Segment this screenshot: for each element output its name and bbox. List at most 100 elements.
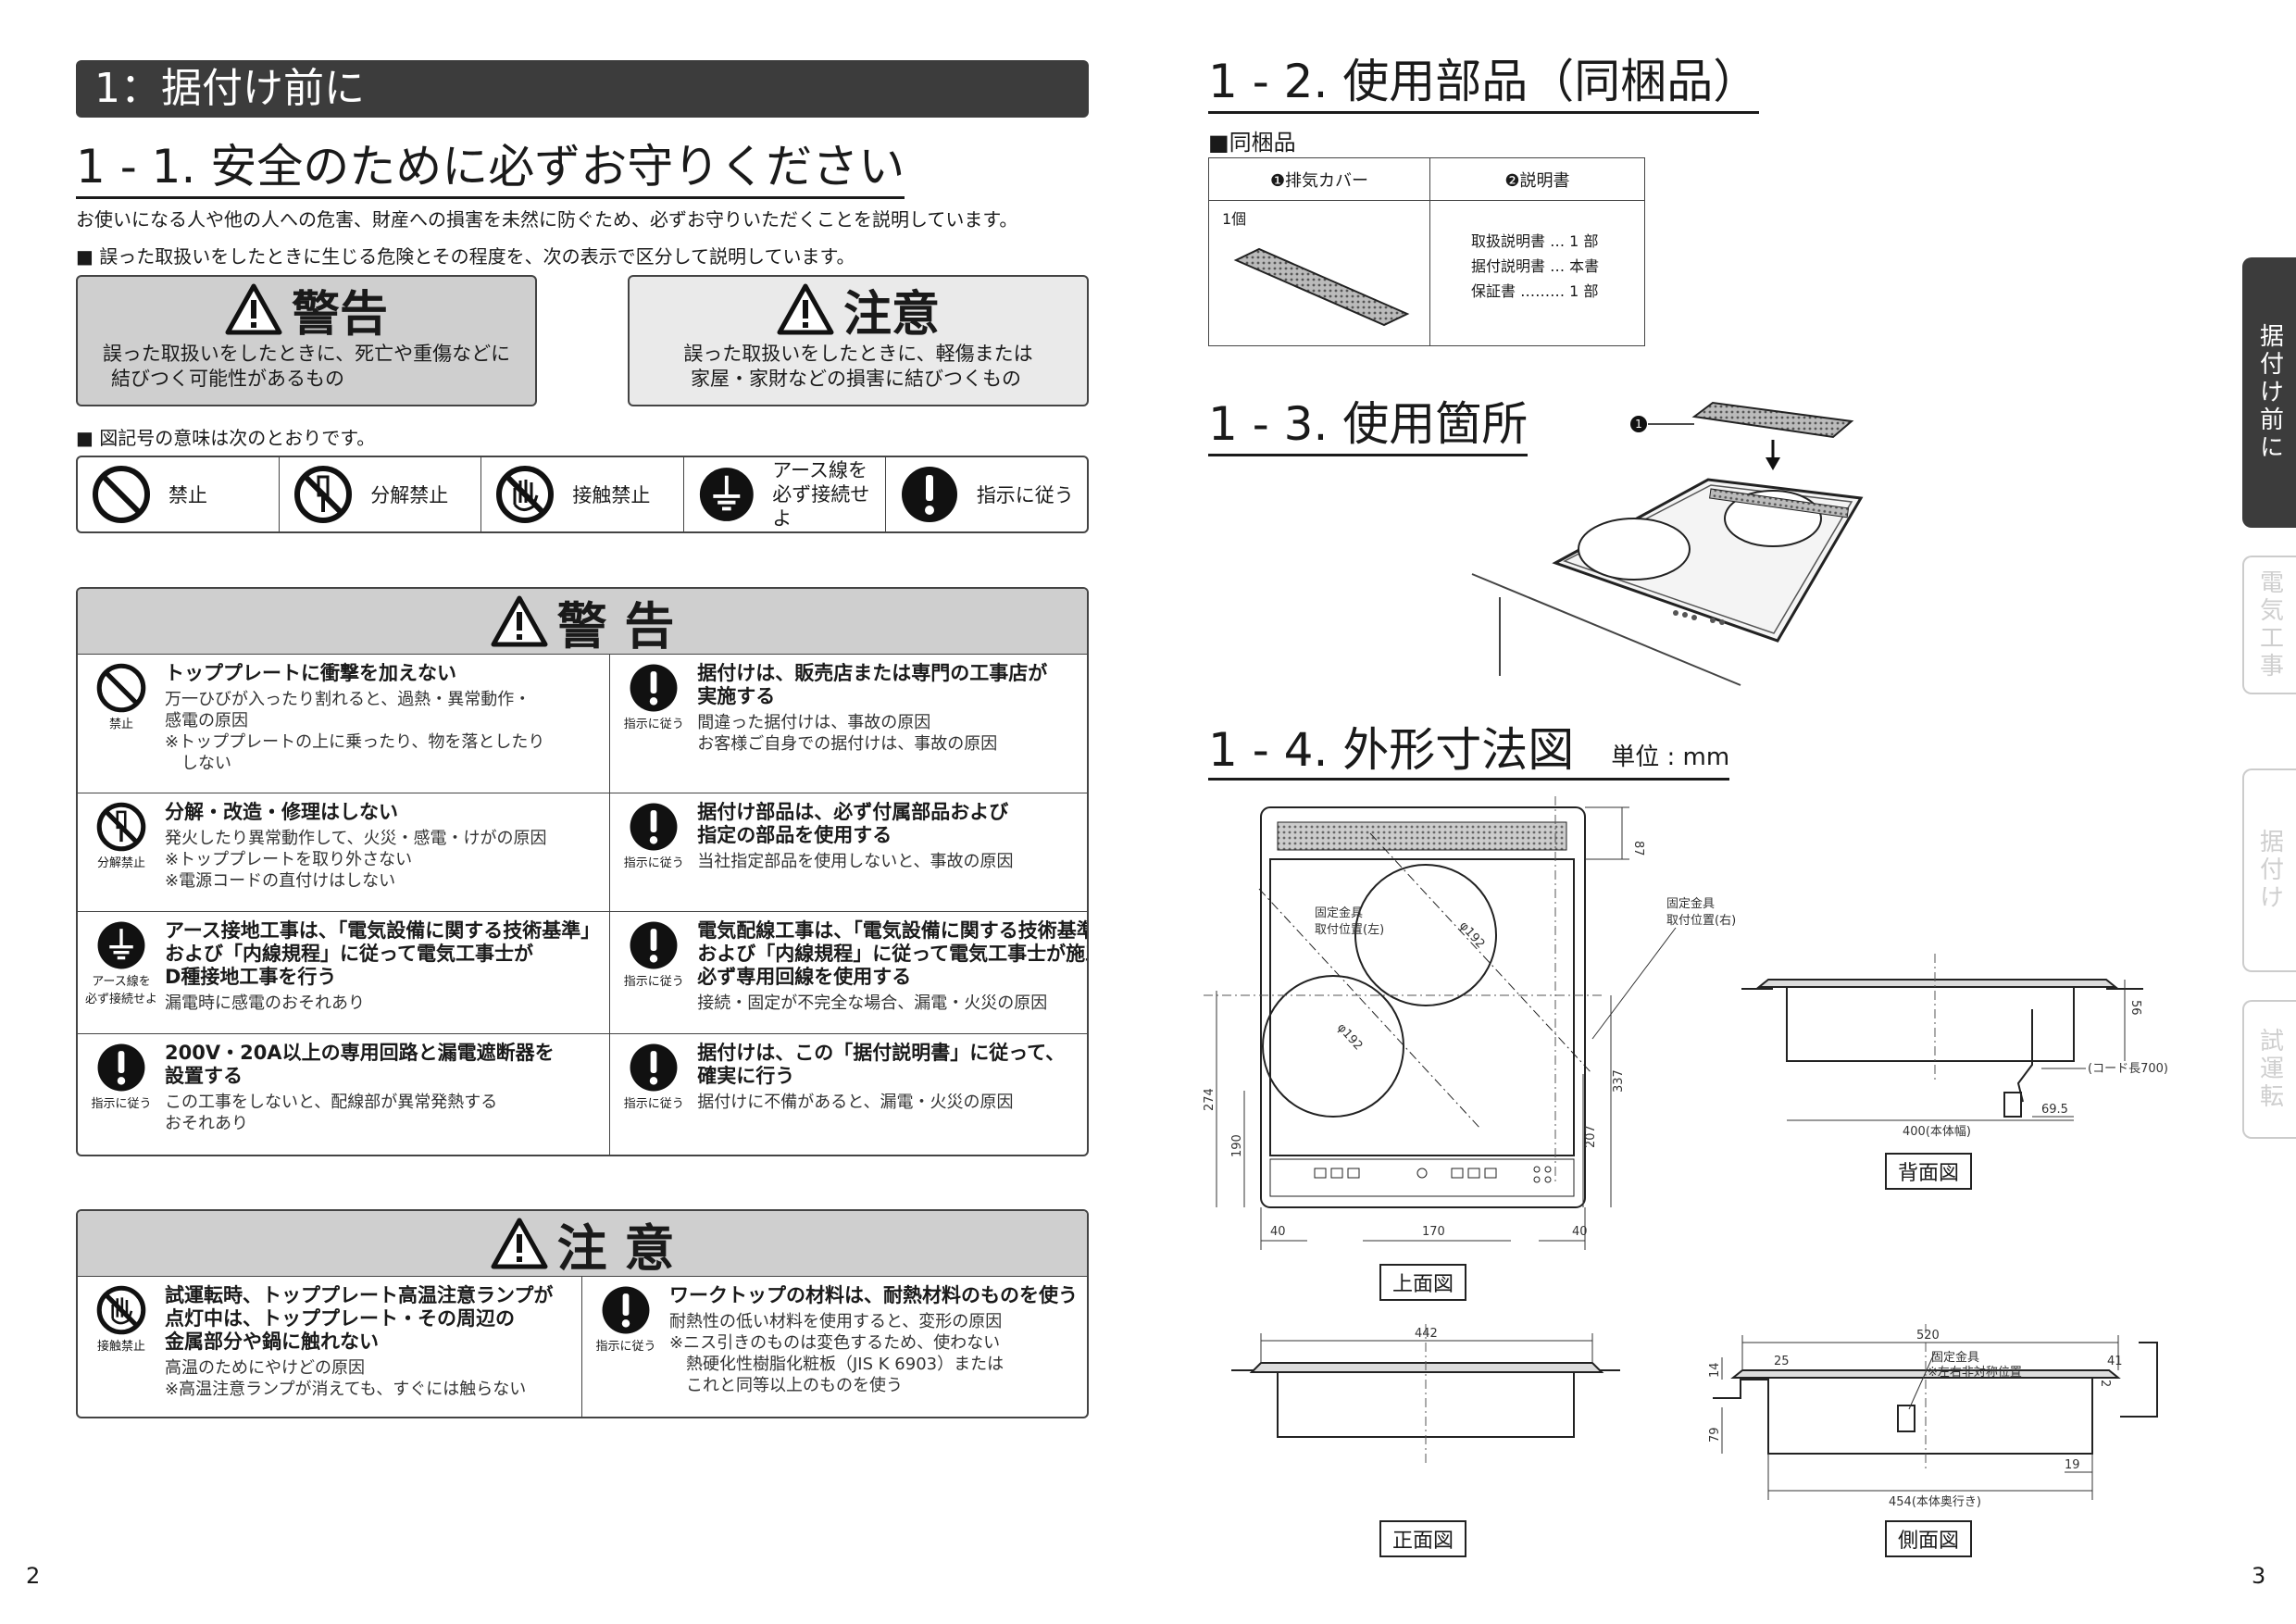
top-view-drawing: 87 274 190 337 207 40 170 40 φ192 φ192 固… (1204, 796, 1736, 1250)
dim-25: 25 (1774, 1355, 1790, 1368)
instruction-exclamation-icon (630, 921, 678, 969)
instruction-exclamation-icon (630, 664, 678, 712)
caution-panel: 注 意 接触禁止 試運転時、トッププレート高温注意ランプが点灯中は、トッププレー… (76, 1209, 1089, 1418)
instruction-exclamation-icon (901, 467, 957, 522)
warning-item-7: 指示に従う 200V・20A以上の専用回路と漏電遮断器を設置する この工事をしな… (91, 1042, 555, 1133)
dim-phi-left: φ192 (1334, 1021, 1365, 1054)
caution-sign-desc-1: 誤った取扱いをしたときに、軽傷または (683, 343, 1033, 365)
warning-item-1: 禁止 トッププレートに衝撃を加えない 万一ひびが入ったり割れると、過熱・異常動作… (78, 655, 610, 793)
cord-length: (コード長700) (2088, 1062, 2168, 1076)
front-view-label: 正面図 (1379, 1520, 1467, 1557)
dim-520: 520 (1916, 1329, 1940, 1343)
section-title-1-2: 1 - 2. 使用部品（同梱品） (1208, 54, 1760, 114)
caution-item-2: 指示に従う ワークトップの材料は、耐熱材料のものを使う 耐熱性の低い材料を使用す… (581, 1277, 1087, 1417)
dim-79: 79 (1708, 1427, 1722, 1443)
dim-87: 87 (1631, 841, 1645, 856)
svg-text:1: 1 (1635, 418, 1642, 431)
parts-exhaust-cover-cell: 1個 (1208, 200, 1430, 346)
side-fixing-note-2: ※左右非対称位置 (1928, 1366, 2022, 1380)
caution-sign-label: 注意 (842, 286, 940, 343)
symbol-no-disassembly: 分解禁止 (280, 457, 482, 531)
symbol-prohibit: 禁止 (78, 457, 281, 531)
caution-item-1: 接触禁止 試運転時、トッププレート高温注意ランプが点灯中は、トッププレート・その… (96, 1284, 554, 1399)
warning-sign-desc-1: 誤った取扱いをしたときに、死亡や重傷などに (102, 343, 511, 365)
unit-label: 単位 : mm (1611, 743, 1730, 771)
parts-col2-head: ❷説明書 (1429, 157, 1645, 201)
instruction-exclamation-icon (630, 803, 678, 851)
instruction-exclamation-icon (97, 1043, 145, 1092)
classify-note: ■ 誤った取扱いをしたときに生じる危険とその程度を、次の表示で区分して説明してい… (76, 245, 855, 268)
ground-icon (699, 468, 754, 521)
front-view-drawing: 442 (1231, 1324, 1620, 1463)
parts-sub-heading: ■同梱品 (1208, 130, 1296, 156)
dim-14: 14 (1708, 1362, 1722, 1378)
symbols-note: ■ 図記号の意味は次のとおりです。 (76, 427, 376, 449)
back-view-drawing: 56 400(本体幅) 69.5 (コード長700) (1741, 954, 2168, 1139)
back-view-label: 背面図 (1885, 1153, 1973, 1190)
section-title-1-1: 1 - 1. 安全のために必ずお守りください (76, 139, 905, 199)
tab-installation[interactable]: 据付け (2242, 768, 2296, 972)
warning-panel: 警 告 禁止 トッププレートに衝撃を加えない 万一ひびが入ったり割れると、過熱・… (76, 587, 1089, 1156)
warning-item-3: 分解禁止 分解・改造・修理はしない 発火したり異常動作して、火災・感電・けがの原… (78, 793, 610, 912)
intro-text: お使いになる人や他の人への危害、財産への損害を未然に防ぐため、必ずお守りいただく… (76, 208, 1018, 231)
caution-panel-title: 注 意 (556, 1218, 675, 1278)
warning-triangle-icon (491, 595, 548, 647)
ground-icon (97, 921, 145, 969)
warning-item-8: 指示に従う 据付けは、この「据付説明書」に従って、確実に行う 据付けに不備がある… (609, 1034, 1087, 1155)
no-touch-hand-icon (496, 466, 555, 523)
fixing-note-right-1: 固定金具 (1666, 896, 1715, 911)
side-view-label: 側面図 (1885, 1520, 1973, 1557)
side-fixing-note-1: 固定金具 (1931, 1350, 1979, 1365)
warning-triangle-icon (225, 283, 282, 335)
dim-207: 207 (1584, 1125, 1598, 1148)
caution-sign-desc-2: 家屋・家財などの損害に結びつくもの (691, 368, 1021, 390)
warning-panel-title: 警 告 (556, 596, 675, 656)
instruction-exclamation-icon (602, 1286, 650, 1334)
side-view-drawing: 520 25 41 14 2 79 19 454(本体奥行き) 固定金具 ※左右… (1708, 1324, 2158, 1509)
exhaust-cover-illustration (1233, 247, 1410, 327)
caution-triangle-icon (777, 283, 834, 335)
dim-41: 41 (2107, 1355, 2123, 1368)
symbol-follow-instruction: 指示に従う (886, 457, 1087, 531)
page-number-left: 2 (26, 1563, 41, 1589)
caution-sign-box: 注意 誤った取扱いをしたときに、軽傷または 家屋・家財などの損害に結びつくもの (628, 275, 1089, 406)
dim-2: 2 (2098, 1380, 2112, 1387)
warning-sign-label: 警告 (291, 286, 388, 343)
dim-442: 442 (1415, 1327, 1438, 1341)
warning-item-5: アース線を必ず接続せよ アース接地工事は、「電気設備に関する技術基準」および「内… (78, 912, 610, 1034)
no-disassembly-icon (294, 466, 353, 523)
dim-40-left: 40 (1270, 1225, 1286, 1239)
warning-item-4: 指示に従う 据付け部品は、必ず付属部品および指定の部品を使用する 当社指定部品を… (609, 793, 1087, 912)
dim-274: 274 (1204, 1088, 1217, 1111)
section-title-1-3: 1 - 3. 使用箇所 (1208, 396, 1529, 456)
dim-400: 400(本体幅) (1903, 1125, 1971, 1139)
no-disassembly-icon (96, 802, 146, 852)
prohibit-icon (96, 663, 146, 713)
warning-sign-desc-2: 結びつく可能性があるもの (111, 368, 344, 390)
dim-454: 454(本体奥行き) (1889, 1495, 1981, 1509)
top-view-label: 上面図 (1379, 1264, 1467, 1301)
chapter-title: 1：据付け前に (76, 60, 1089, 118)
fixing-note-left-2: 取付位置(左) (1315, 923, 1384, 937)
dim-phi-right: φ192 (1456, 919, 1487, 952)
fixing-note-right-2: 取付位置(右) (1666, 914, 1736, 928)
parts-table: ❶排気カバー ❷説明書 1個 取扱説明書 … 1 部 据付説明書 … 本書 保証… (1208, 157, 1645, 346)
no-touch-hand-icon (96, 1285, 146, 1335)
dim-40-right: 40 (1572, 1225, 1588, 1239)
warning-sign-box: 警告 誤った取扱いをしたときに、死亡や重傷などに 結びつく可能性があるもの (76, 275, 537, 406)
dim-56: 56 (2128, 1000, 2142, 1016)
instruction-exclamation-icon (630, 1043, 678, 1092)
caution-triangle-icon (491, 1218, 548, 1269)
fixing-note-left-1: 固定金具 (1315, 906, 1363, 920)
tab-before-installation[interactable]: 据付け前に (2242, 257, 2296, 528)
usage-location-illustration: 1 (1471, 401, 1864, 686)
dim-337: 337 (1612, 1069, 1626, 1093)
symbol-ground: アース線を必ず接続せよ (684, 457, 886, 531)
symbol-legend: 禁止 分解禁止 接触禁止 アース線を必ず接続せよ 指示に従う (76, 456, 1089, 533)
tab-test-run[interactable]: 試運転 (2242, 1000, 2296, 1139)
dim-170: 170 (1422, 1225, 1445, 1239)
tab-electrical-work[interactable]: 電気工事 (2242, 556, 2296, 694)
warning-item-6: 指示に従う 電気配線工事は、「電気設備に関する技術基準」および「内線規程」に従っ… (609, 912, 1087, 1034)
section-title-1-4: 1 - 4. 外形寸法図 (1208, 723, 1575, 777)
prohibit-icon (93, 466, 150, 523)
